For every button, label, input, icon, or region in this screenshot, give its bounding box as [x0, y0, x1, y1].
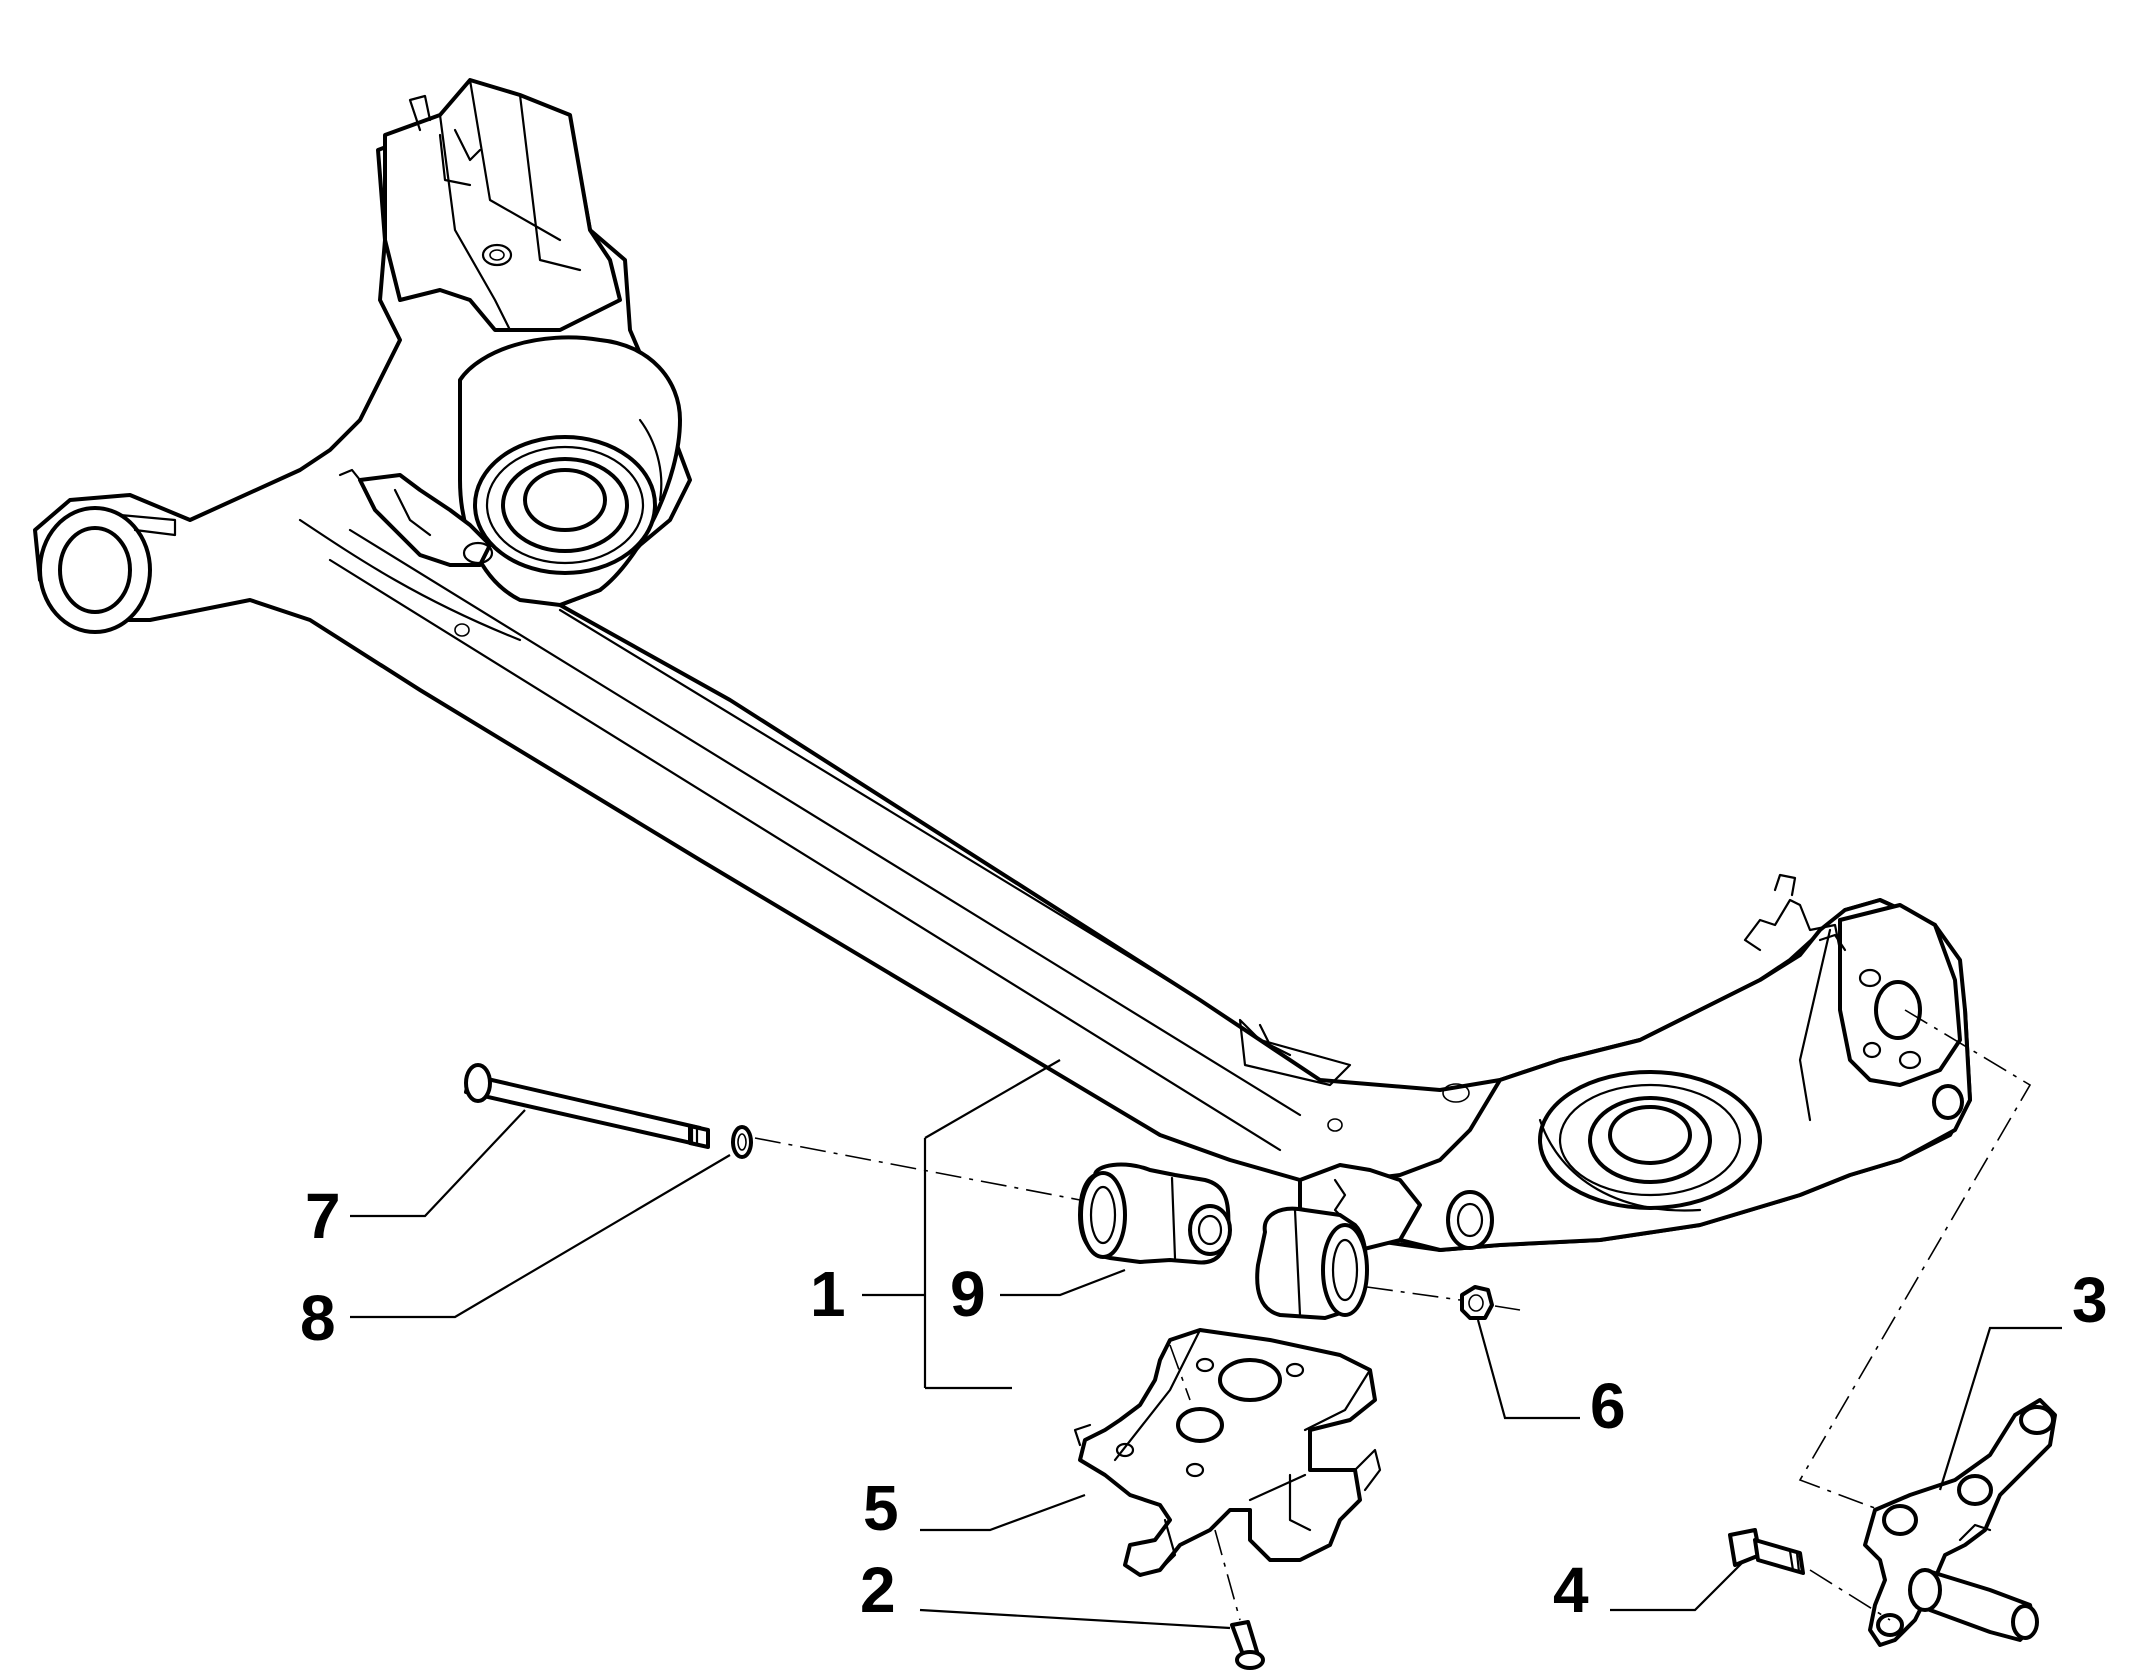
- stub-axle-part-3: [1863, 1398, 2057, 1647]
- pivot-bolt-part-7: [464, 1063, 710, 1149]
- callout-1: 1: [810, 1258, 846, 1330]
- leader-lines: [350, 1059, 2062, 1630]
- rubber-bush-part-9: [1078, 1162, 1232, 1265]
- callout-3: 3: [2072, 1264, 2108, 1336]
- callout-6: 6: [1590, 1370, 1626, 1442]
- callout-5: 5: [863, 1472, 899, 1544]
- bolt-part-4: [1728, 1528, 1805, 1575]
- washer-part-8: [731, 1125, 753, 1159]
- mounting-bracket-part-5: [1073, 1328, 1382, 1577]
- bolt-part-2: [1230, 1620, 1265, 1670]
- callout-labels: 7 8 1 9 6 3 5 4 2: [300, 1180, 2108, 1626]
- callout-9: 9: [950, 1258, 986, 1330]
- callout-7: 7: [305, 1180, 341, 1252]
- nut-part-6: [1460, 1285, 1494, 1320]
- rear-axle-beam: [33, 78, 1972, 1252]
- callout-2: 2: [860, 1554, 896, 1626]
- mounted-bush: [1255, 1206, 1369, 1320]
- callout-8: 8: [300, 1282, 336, 1354]
- callout-4: 4: [1553, 1554, 1589, 1626]
- assembly-axis-lines: [754, 1009, 2032, 1621]
